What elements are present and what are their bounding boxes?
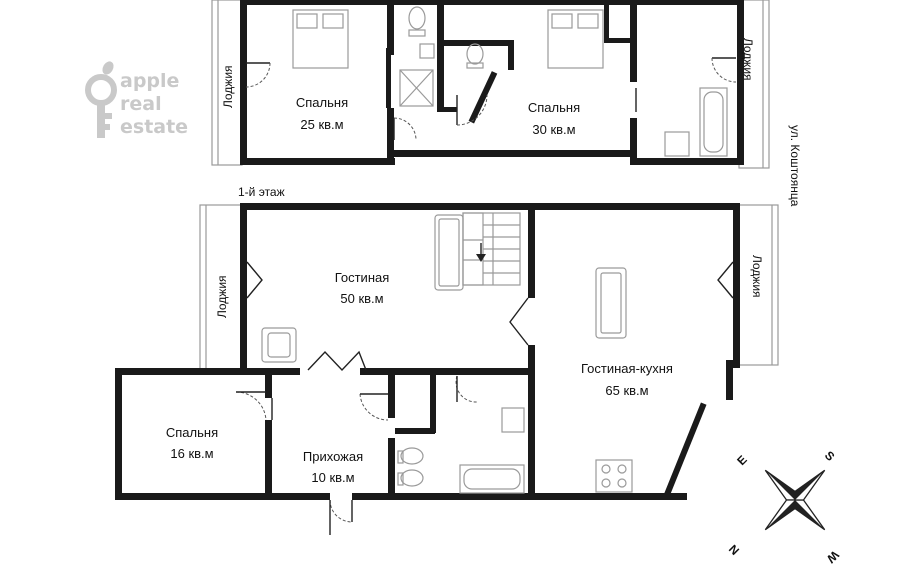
- loggia-top-left: [211, 0, 243, 166]
- room-hall-10-area: 10 кв.м: [311, 470, 354, 485]
- loggia-mid-left: [199, 204, 246, 371]
- room-hall-10-name: Прихожая: [303, 449, 363, 464]
- apple-real-estate-logo: apple real estate: [85, 61, 188, 138]
- compass-w: W: [823, 548, 841, 565]
- floor-label: 1-й этаж: [238, 185, 285, 199]
- logo-text-apple: apple: [120, 70, 179, 92]
- loggia-label-top-right: Лоджия: [741, 38, 755, 81]
- loggia-label-mid-right: Лоджия: [750, 255, 764, 298]
- compass-s: S: [822, 448, 838, 464]
- street-label: ул. Коштоянца: [788, 125, 802, 207]
- loggia-mid-right: [735, 204, 779, 366]
- logo-text-real: real: [120, 93, 162, 115]
- room-bedroom-30-area: 30 кв.м: [532, 122, 575, 137]
- loggia-label-top-left: Лоджия: [221, 65, 235, 108]
- room-bedroom-25-area: 25 кв.м: [300, 117, 343, 132]
- compass-n: N: [726, 542, 742, 558]
- room-bedroom-16-area: 16 кв.м: [170, 446, 213, 461]
- room-kitchen-65-area: 65 кв.м: [605, 383, 648, 398]
- room-bedroom-30-name: Спальня: [528, 100, 580, 115]
- room-living-50-area: 50 кв.м: [340, 291, 383, 306]
- compass-rose: [764, 469, 826, 531]
- lower-floor: Гостиная 50 кв.м Гостиная-кухня 65 кв.м …: [115, 203, 779, 535]
- upper-floor: Спальня 25 кв.м Спальня 30 кв.м Лоджия Л…: [211, 0, 770, 169]
- room-bedroom-25-name: Спальня: [296, 95, 348, 110]
- room-kitchen-65-name: Гостиная-кухня: [581, 361, 673, 376]
- loggia-label-mid-left: Лоджия: [215, 275, 229, 318]
- compass-e: E: [734, 453, 750, 469]
- room-bedroom-16-name: Спальня: [166, 425, 218, 440]
- logo-text-estate: estate: [120, 116, 188, 138]
- room-living-50-name: Гостиная: [335, 270, 390, 285]
